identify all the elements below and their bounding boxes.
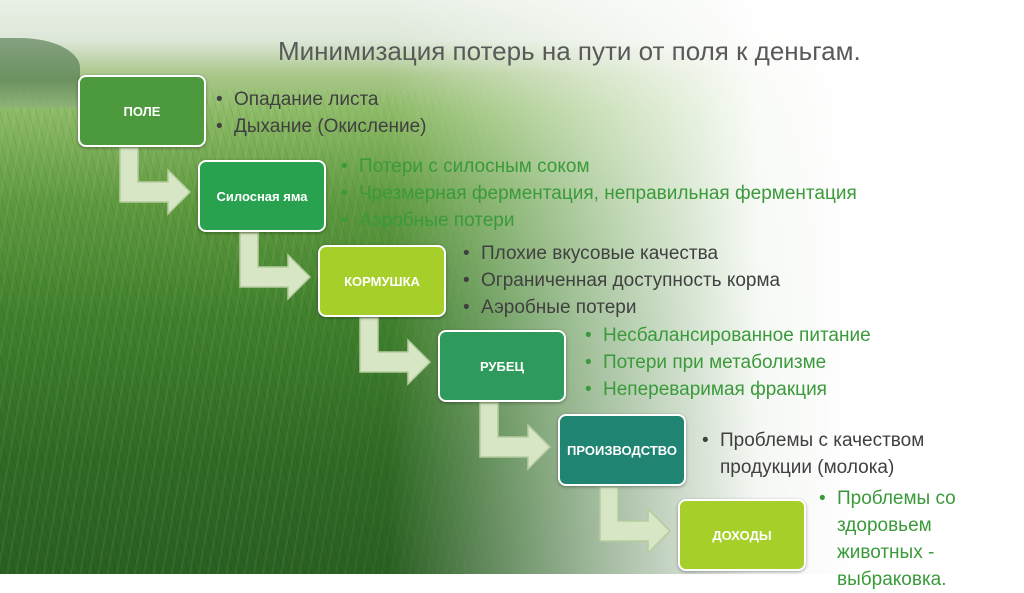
step-label: ПОЛЕ <box>124 104 161 119</box>
bent-arrow <box>120 148 190 214</box>
bent-arrow <box>240 233 310 299</box>
step-box-rumen: РУБЕЦ <box>438 330 566 402</box>
bullet-item: Плохие вкусовые качества <box>461 240 881 267</box>
step-box-silo-pit: Силосная яма <box>198 160 326 232</box>
bullet-item: Ограниченная доступность корма <box>461 267 881 294</box>
bullet-item: Аэробные потери <box>339 207 939 234</box>
bullet-item: Проблемы с качеством продукции (молока) <box>700 427 1000 481</box>
bullet-item: Потери при метаболизме <box>583 349 943 376</box>
step-bullets-production: Проблемы с качеством продукции (молока) <box>700 427 1000 481</box>
bullet-item: Непереваримая фракция <box>583 376 943 403</box>
step-bullets-field: Опадание листаДыхание (Окисление) <box>214 86 514 140</box>
bent-arrow <box>360 318 430 384</box>
bullet-item: Аэробные потери <box>461 294 881 321</box>
step-box-field: ПОЛЕ <box>78 75 206 147</box>
bullet-item: Потери с силосным соком <box>339 153 939 180</box>
step-label: ПРОИЗВОДСТВО <box>567 443 677 458</box>
step-box-production: ПРОИЗВОДСТВО <box>558 414 686 486</box>
step-label: РУБЕЦ <box>480 359 524 374</box>
bullet-item: Дыхание (Окисление) <box>214 113 514 140</box>
step-bullets-feeder: Плохие вкусовые качестваОграниченная дос… <box>461 240 881 321</box>
bullet-item: Чрезмерная ферментация, неправильная фер… <box>339 180 939 207</box>
bullet-item: Проблемы со здоровьем животных - выбрако… <box>817 485 1017 593</box>
step-box-income: ДОХОДЫ <box>678 499 806 571</box>
step-label: Силосная яма <box>216 189 307 204</box>
step-bullets-silo-pit: Потери с силосным сокомЧрезмерная фермен… <box>339 153 939 234</box>
step-label: ДОХОДЫ <box>712 528 771 543</box>
bent-arrow <box>480 403 550 469</box>
step-label: КОРМУШКА <box>344 274 420 289</box>
step-box-feeder: КОРМУШКА <box>318 245 446 317</box>
bent-arrow <box>600 487 670 553</box>
step-bullets-income: Проблемы со здоровьем животных - выбрако… <box>817 485 1017 593</box>
bullet-item: Опадание листа <box>214 86 514 113</box>
bullet-item: Несбалансированное питание <box>583 322 943 349</box>
step-bullets-rumen: Несбалансированное питаниеПотери при мет… <box>583 322 943 403</box>
